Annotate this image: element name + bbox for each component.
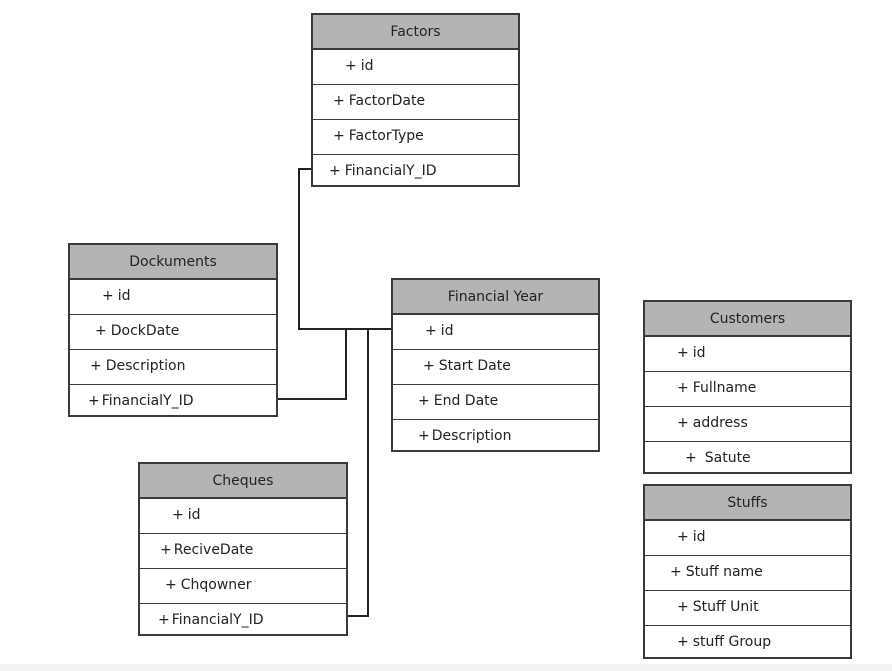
field-name: stuff Group bbox=[692, 634, 772, 650]
field-prefix: + bbox=[423, 358, 435, 374]
field-prefix: + bbox=[102, 288, 114, 304]
field-prefix: + bbox=[670, 564, 682, 580]
field-prefix: + bbox=[418, 428, 430, 444]
field-prefix: + bbox=[677, 599, 689, 615]
entity-cheques[interactable]: Cheques +id +ReciveDate +Chqowner +Finan… bbox=[138, 462, 348, 636]
field-name: DockDate bbox=[110, 323, 180, 339]
field-prefix: + bbox=[425, 323, 437, 339]
field-row: +Stuff name bbox=[645, 556, 850, 591]
field-row: +Description bbox=[393, 420, 598, 455]
field-name: Fullname bbox=[692, 380, 757, 396]
field-row: +ReciveDate bbox=[140, 534, 346, 569]
field-row: +id bbox=[645, 521, 850, 556]
field-prefix: + bbox=[333, 93, 345, 109]
field-row: +FinancialY_ID bbox=[140, 604, 346, 639]
field-prefix: + bbox=[677, 529, 689, 545]
field-name: id bbox=[117, 288, 131, 304]
field-name: Start Date bbox=[438, 358, 511, 374]
field-name: Description bbox=[105, 358, 186, 374]
entity-dockuments[interactable]: Dockuments +id +DockDate +Description +F… bbox=[68, 243, 278, 417]
field-row: +address bbox=[645, 407, 850, 442]
field-row: +DockDate bbox=[70, 315, 276, 350]
field-name: address bbox=[692, 415, 748, 431]
field-prefix: + bbox=[685, 450, 697, 466]
field-prefix: + bbox=[345, 58, 357, 74]
field-prefix: + bbox=[88, 393, 100, 409]
field-name: End Date bbox=[433, 393, 499, 409]
entity-title: Financial Year bbox=[393, 280, 598, 315]
connector-dockuments-financial-year bbox=[277, 328, 392, 400]
field-name: FactorDate bbox=[348, 93, 426, 109]
field-name: id bbox=[692, 345, 706, 361]
field-name: FactorType bbox=[348, 128, 424, 144]
field-row: +FactorType bbox=[313, 120, 518, 155]
connector-cheques-financial-year bbox=[347, 328, 392, 617]
field-row: +Start Date bbox=[393, 350, 598, 385]
entity-title: Factors bbox=[313, 15, 518, 50]
field-prefix: + bbox=[677, 345, 689, 361]
field-prefix: + bbox=[160, 542, 172, 558]
field-row: +Fullname bbox=[645, 372, 850, 407]
entity-title: Stuffs bbox=[645, 486, 850, 521]
field-row: +id bbox=[140, 499, 346, 534]
field-prefix: + bbox=[90, 358, 102, 374]
field-row: +FinancialY_ID bbox=[313, 155, 518, 190]
field-name: Stuff Unit bbox=[692, 599, 759, 615]
field-row: +FactorDate bbox=[313, 85, 518, 120]
field-row: + Satute bbox=[645, 442, 850, 477]
field-name: id bbox=[187, 507, 201, 523]
field-row: +id bbox=[70, 280, 276, 315]
field-name: Description bbox=[431, 428, 512, 444]
field-name: FinancialY_ID bbox=[344, 163, 437, 179]
field-row: +id bbox=[645, 337, 850, 372]
field-prefix: + bbox=[329, 163, 341, 179]
field-prefix: + bbox=[333, 128, 345, 144]
field-name: FinancialY_ID bbox=[171, 612, 264, 628]
entity-title: Cheques bbox=[140, 464, 346, 499]
field-prefix: + bbox=[165, 577, 177, 593]
field-name: ReciveDate bbox=[173, 542, 254, 558]
field-row: +stuff Group bbox=[645, 626, 850, 661]
field-row: +Description bbox=[70, 350, 276, 385]
field-name: Satute bbox=[704, 450, 751, 466]
entity-financial-year[interactable]: Financial Year +id +Start Date +End Date… bbox=[391, 278, 600, 452]
field-prefix: + bbox=[158, 612, 170, 628]
field-name: Stuff name bbox=[685, 564, 763, 580]
field-row: +FinancialY_ID bbox=[70, 385, 276, 420]
field-name: FinancialY_ID bbox=[101, 393, 194, 409]
field-row: +id bbox=[313, 50, 518, 85]
field-prefix: + bbox=[677, 634, 689, 650]
field-prefix: + bbox=[677, 415, 689, 431]
entity-title: Customers bbox=[645, 302, 850, 337]
field-name: id bbox=[360, 58, 374, 74]
field-prefix: + bbox=[172, 507, 184, 523]
field-row: +Stuff Unit bbox=[645, 591, 850, 626]
field-prefix: + bbox=[677, 380, 689, 396]
field-row: +id bbox=[393, 315, 598, 350]
entity-stuffs[interactable]: Stuffs +id +Stuff name +Stuff Unit +stuf… bbox=[643, 484, 852, 659]
entity-factors[interactable]: Factors +id +FactorDate +FactorType +Fin… bbox=[311, 13, 520, 187]
field-name: id bbox=[692, 529, 706, 545]
entity-title: Dockuments bbox=[70, 245, 276, 280]
canvas-bottom-edge bbox=[0, 664, 892, 671]
field-name: id bbox=[440, 323, 454, 339]
field-row: +Chqowner bbox=[140, 569, 346, 604]
field-row: +End Date bbox=[393, 385, 598, 420]
field-prefix: + bbox=[418, 393, 430, 409]
field-prefix: + bbox=[95, 323, 107, 339]
field-name: Chqowner bbox=[180, 577, 252, 593]
entity-customers[interactable]: Customers +id +Fullname +address +Satute bbox=[643, 300, 852, 474]
connector-factors-financial-year bbox=[298, 168, 392, 330]
